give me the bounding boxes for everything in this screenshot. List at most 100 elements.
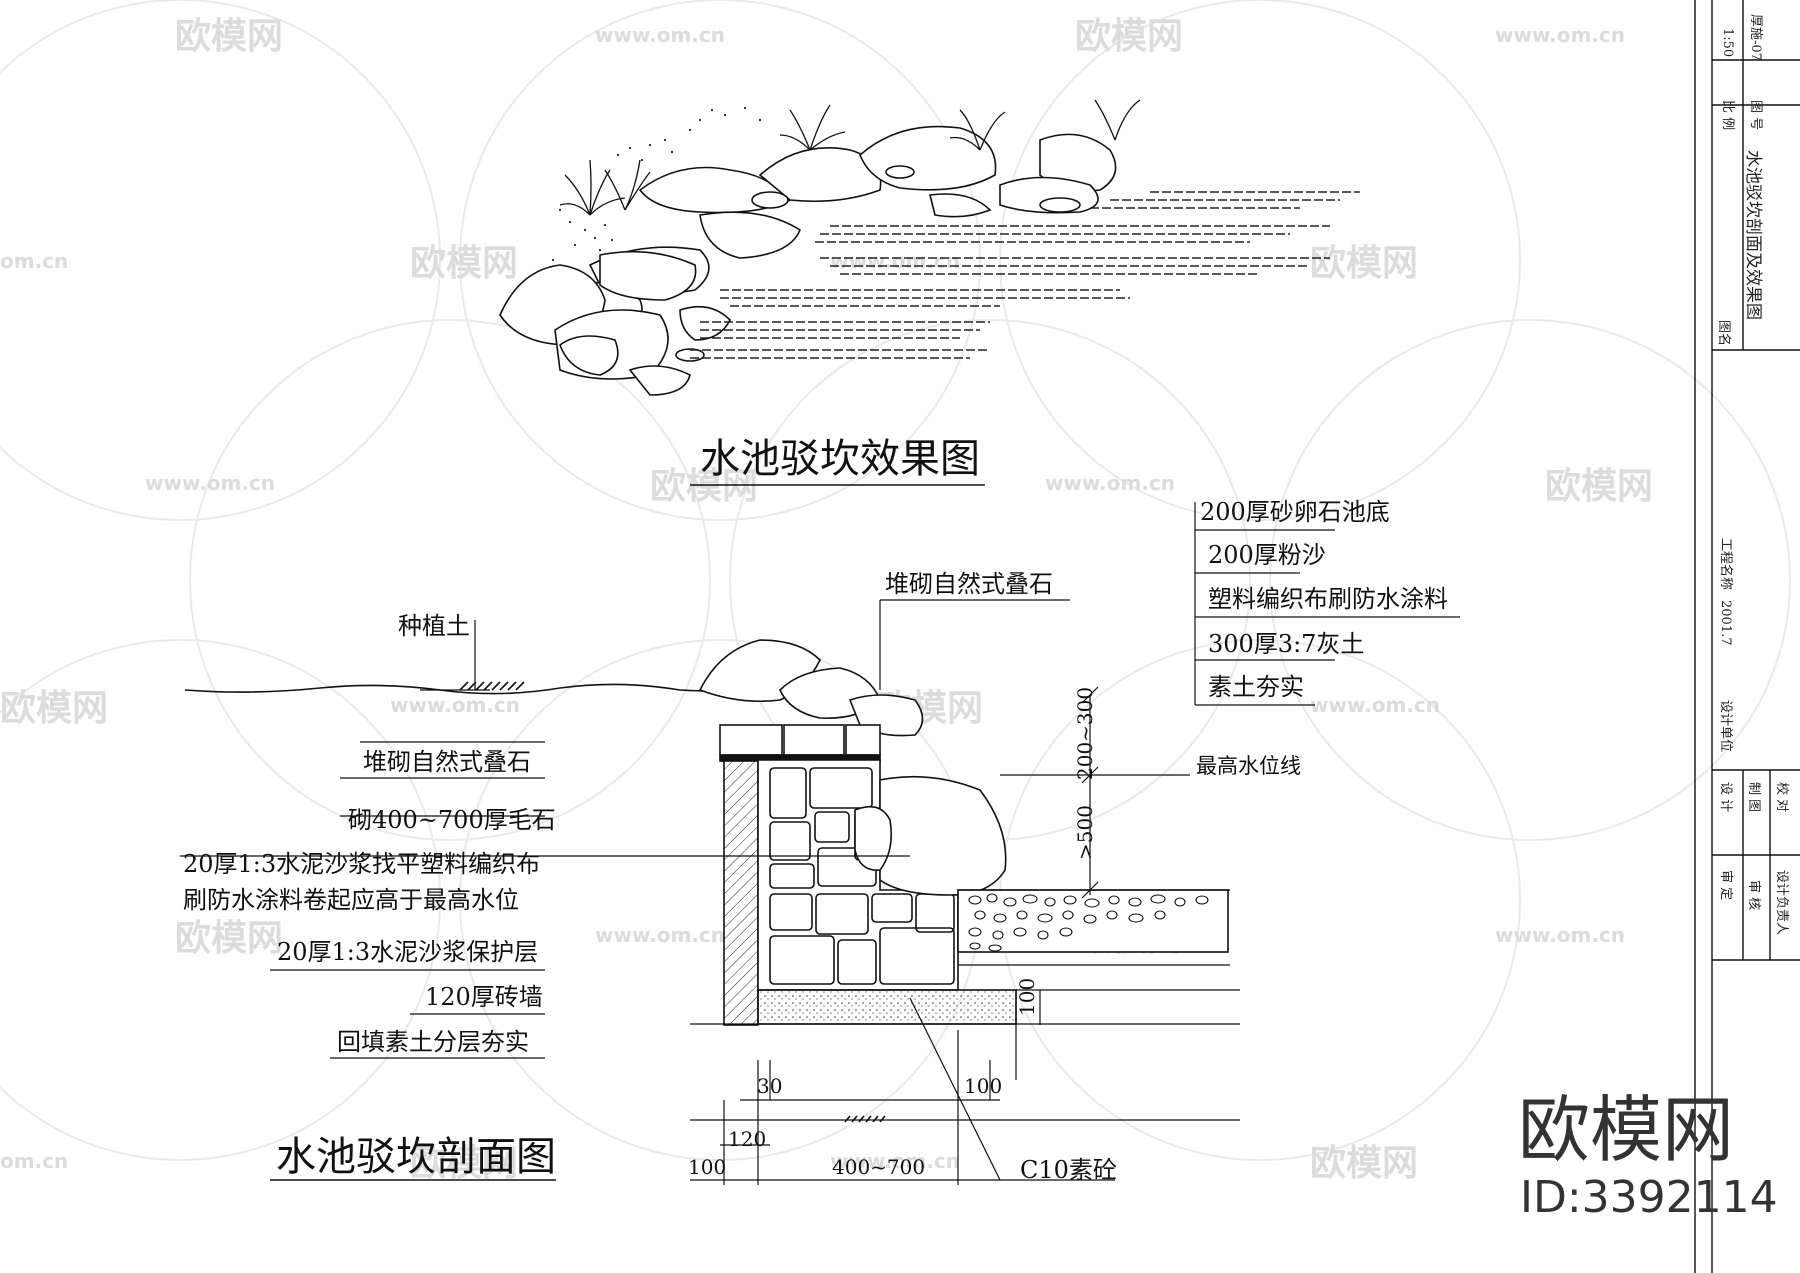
rubble-stone-2 (809, 767, 873, 809)
label-compacted-soil: 素土夯实 (1208, 673, 1304, 701)
tb-scale-label: 比 例 (1720, 100, 1735, 130)
tb-approve: 审 定 (1718, 870, 1733, 900)
wm-brand-1: 欧模网 (175, 16, 283, 57)
rubble-stone-14 (879, 927, 955, 985)
tb-drawing-no-label: 图 号 (1748, 100, 1763, 130)
title-block (1694, 0, 1800, 1273)
label-backfill: 回填素土分层夯实 (337, 1028, 529, 1056)
wm-url-2: www.om.cn (1495, 23, 1625, 47)
effect-view-sketch (499, 125, 1117, 396)
wm-url-8: www.om.cn (1310, 693, 1440, 717)
wm-brand-11: 欧模网 (410, 1143, 518, 1184)
rock-front-4 (559, 335, 619, 376)
label-pool-bottom: 200厚砂卵石池底 (1200, 498, 1390, 526)
label-planting-soil: 种植土 (398, 612, 470, 640)
rock-front-6 (628, 365, 691, 396)
rubble-stone-10 (871, 893, 913, 923)
rock-mid-2 (699, 211, 801, 259)
rubble-stone-6 (769, 863, 815, 889)
wm-brand-6: 欧模网 (1545, 466, 1653, 507)
brick-wall (723, 759, 759, 1026)
wm-brand-12: 欧模网 (1310, 1143, 1418, 1184)
wm-url-5: www.om.cn (145, 471, 275, 495)
label-mortar-line2: 刷防水涂料卷起应高于最高水位 (183, 886, 519, 914)
rock-back-6 (929, 193, 992, 218)
boulder-left (854, 805, 893, 871)
tb-scale-value: 1:50 (1720, 28, 1735, 57)
label-fine-sand: 200厚粉沙 (1208, 541, 1326, 569)
rubble-stone-1 (769, 767, 807, 819)
label-brick-wall: 120厚砖墙 (425, 983, 543, 1011)
label-stacked-stone-top: 堆砌自然式叠石 (885, 570, 1053, 598)
wm-brand-9: 欧模网 (175, 918, 283, 959)
rubble-stone-13 (837, 939, 877, 985)
dim-100-bottom: 100 (964, 1074, 1002, 1098)
tb-draw: 制 图 (1746, 782, 1761, 812)
label-c10: C10素砼 (1020, 1156, 1117, 1184)
wm-brand-3: 欧模网 (410, 243, 518, 284)
dim-400-700: 400~700 (832, 1155, 925, 1179)
tb-drawing-name-label: 图名 (1716, 320, 1732, 346)
effect-view-title: 水池驳坎效果图 (700, 436, 980, 482)
tb-design: 设 计 (1718, 782, 1733, 812)
dimension-labels: 200~300 >500 100 30 100 120 100 400~700 (688, 687, 1097, 1179)
rock-front-5 (679, 305, 731, 341)
wm-url-11: om.cn (0, 1149, 68, 1173)
dim-500: >500 (1073, 805, 1097, 860)
wm-url-12: www.om.cn (830, 1149, 960, 1173)
watermark-texts: 欧模网 www.om.cn 欧模网 www.om.cn om.cn 欧模网 ww… (0, 16, 1653, 1184)
section-view-title: 水池驳坎剖面图 (276, 1134, 556, 1180)
grass-hatch (459, 681, 525, 691)
dim-200-300: 200~300 (1073, 687, 1097, 780)
tb-drawing-name-value: 水池驳坎剖面及效果图 (1743, 150, 1763, 320)
section-labels: 种植土 堆砌自然式叠石 堆砌自然式叠石 砌400~700厚毛石 20厚1:3水泥… (183, 498, 1448, 1184)
tb-leader: 设计负责人 (1774, 870, 1789, 935)
cap-stone-3 (845, 724, 881, 756)
rubble-stone-4 (814, 811, 850, 843)
tb-review: 审 核 (1746, 880, 1761, 910)
tb-check: 校 对 (1774, 782, 1790, 812)
wm-brand-5: 欧模网 (650, 466, 758, 507)
wm-brand-2: 欧模网 (1075, 16, 1183, 57)
brand-logo-text: 欧模网 (1518, 1088, 1734, 1172)
wm-url-3: om.cn (0, 249, 68, 273)
tb-drawing-no-value: 厚施-07 (1748, 14, 1763, 61)
effect-view-plants (559, 99, 1141, 216)
label-mortar-line1: 20厚1:3水泥沙浆找平塑料编织布 (183, 850, 540, 878)
wm-url-4: www.om.cn (830, 249, 960, 273)
rubble-stone-3 (769, 821, 811, 861)
label-max-water: 最高水位线 (1196, 754, 1301, 778)
pebbles (968, 893, 1209, 952)
wm-url-1: www.om.cn (595, 23, 725, 47)
wm-url-10: www.om.cn (1495, 923, 1625, 947)
big-boulder (879, 775, 1007, 896)
tb-design-unit: 设计单位 (1718, 700, 1733, 752)
label-lime-soil: 300厚3:7灰土 (1208, 630, 1364, 658)
label-mortar-protect: 20厚1:3水泥沙浆保护层 (277, 938, 538, 966)
section-view (180, 502, 1460, 1185)
ground-line (184, 683, 731, 695)
dim-100-left: 100 (688, 1155, 726, 1179)
tb-date: 2001.7 (1718, 600, 1733, 646)
wm-brand-7: 欧模网 (0, 688, 108, 729)
label-stacked-stone-left: 堆砌自然式叠石 (363, 748, 531, 776)
rubble-stone-12 (769, 935, 835, 985)
dim-120: 120 (728, 1127, 766, 1151)
dim-30: 30 (757, 1074, 782, 1098)
wm-brand-4: 欧模网 (1310, 243, 1418, 284)
effect-view-stipple (551, 106, 762, 262)
cap-stone-2 (783, 724, 845, 756)
wm-url-9: www.om.cn (595, 923, 725, 947)
label-plastic-cloth: 塑料编织布刷防水涂料 (1208, 585, 1448, 613)
rock-front-3 (599, 250, 697, 301)
rubble-stone-9 (815, 893, 869, 935)
cap-stone-1 (719, 724, 783, 756)
effect-view-water (690, 191, 1360, 359)
title-block-text: 比 例 1:50 图 号 厚施-07 图名 水池驳坎剖面及效果图 工程名称 20… (1716, 14, 1790, 935)
brand-id-text: ID:3392114 (1520, 1172, 1778, 1223)
rubble-stone-8 (769, 893, 813, 931)
dim-100-right: 100 (1015, 978, 1039, 1016)
wm-url-7: www.om.cn (390, 693, 520, 717)
c10-base (757, 989, 1017, 1025)
